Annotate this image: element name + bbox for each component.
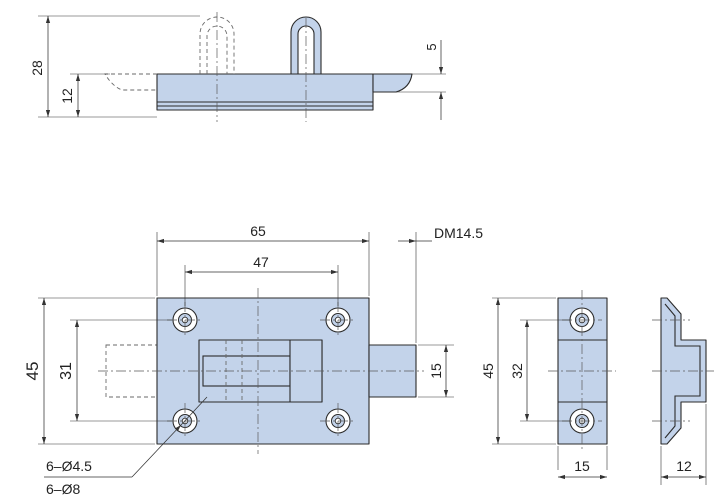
dim-label-height-body: 45	[23, 362, 42, 381]
top-view: 28 12 5	[29, 12, 446, 122]
top-view-bolt-tip	[372, 73, 413, 93]
front-view: 65 47 DM14.5 45 31 15 6–Ø4.5 6–Ø8	[23, 223, 483, 497]
leader-line-ext	[180, 396, 208, 426]
top-view-body	[156, 73, 374, 111]
front-view-bolt-hidden	[105, 344, 158, 398]
dim-label-height-total: 28	[29, 60, 45, 76]
hole-note-small: 6–Ø4.5	[46, 458, 92, 474]
leader-line	[131, 424, 182, 478]
dim-label-bolt-height: 15	[428, 363, 444, 379]
dim-label-hole-spacing-v: 31	[58, 362, 75, 380]
side-view: 45 32 15	[480, 290, 616, 480]
dim-label-bolt-offset: 5	[424, 43, 439, 50]
dim-label-bolt-diameter: DM14.5	[434, 225, 483, 241]
dim-label-hole-spacing-h: 47	[253, 254, 269, 270]
top-view-knob	[290, 16, 322, 75]
side-dim-label-hole-spacing: 32	[509, 363, 525, 379]
side-dim-label-height: 45	[480, 363, 496, 379]
end-dim-label-width: 12	[676, 458, 692, 474]
dim-label-height-body: 12	[59, 88, 75, 104]
end-view: 12	[652, 297, 714, 485]
dim-label-width-body: 65	[250, 223, 266, 239]
hole-note-large: 6–Ø8	[46, 481, 80, 497]
side-dim-label-width: 15	[574, 458, 590, 474]
top-view-hidden-plate	[104, 73, 157, 91]
